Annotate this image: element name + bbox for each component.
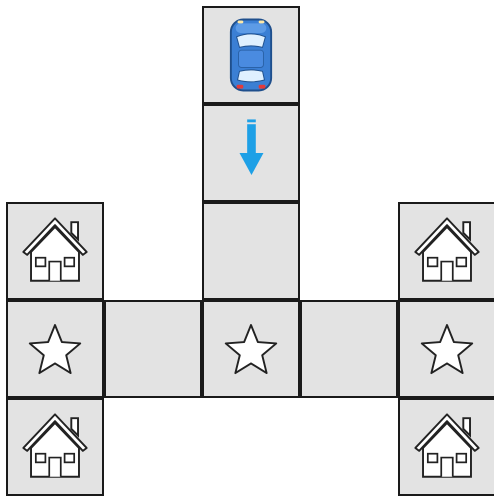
grid-cell[interactable] [300, 300, 398, 398]
grid-cell[interactable] [398, 300, 494, 398]
grid-cell[interactable] [6, 300, 104, 398]
house-icon [414, 413, 480, 478]
grid-cell[interactable] [104, 300, 202, 398]
grid-cell[interactable] [202, 6, 300, 104]
grid-cell[interactable] [6, 202, 104, 300]
grid-cell[interactable] [398, 202, 494, 300]
arrow-down-icon [239, 119, 264, 176]
house-icon [22, 413, 88, 478]
star-icon [224, 324, 278, 375]
star-icon [420, 324, 474, 375]
game-board [6, 6, 494, 496]
grid-cell[interactable] [6, 398, 104, 496]
car-icon [229, 18, 273, 92]
grid-cell[interactable] [202, 104, 300, 202]
grid-cell[interactable] [202, 202, 300, 300]
house-icon [414, 217, 480, 282]
grid-cell[interactable] [398, 398, 494, 496]
grid-cell[interactable] [202, 300, 300, 398]
house-icon [22, 217, 88, 282]
star-icon [28, 324, 82, 375]
